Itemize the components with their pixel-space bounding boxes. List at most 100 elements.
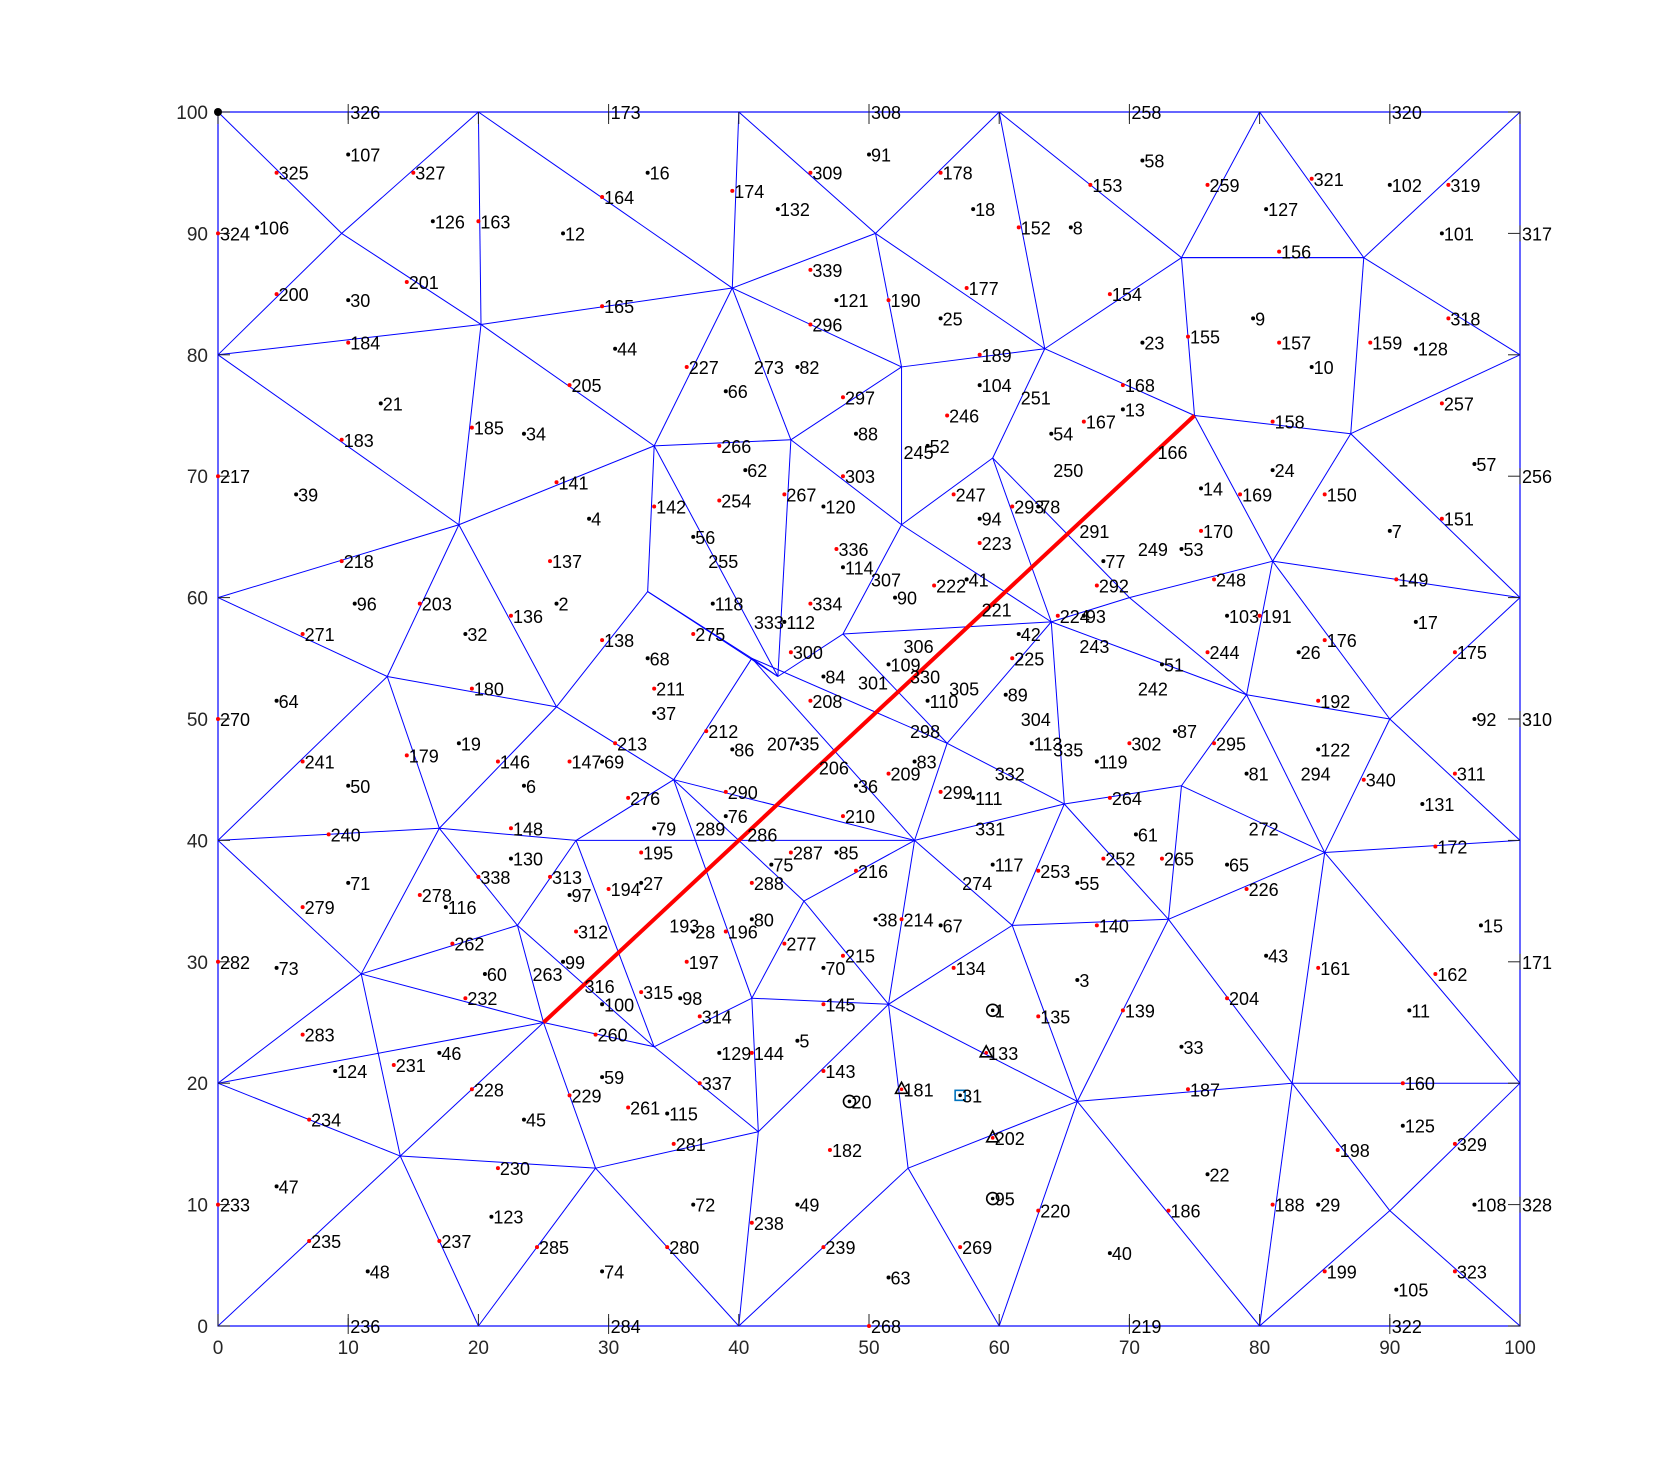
node-dot: [1439, 516, 1444, 521]
mesh-node: 152: [1016, 218, 1051, 238]
node-dot: [1368, 340, 1373, 345]
mesh-node: 13: [1120, 400, 1145, 420]
mesh-edge: [360, 828, 440, 975]
mesh-node: 294: [1301, 765, 1331, 785]
node-label: 96: [357, 595, 377, 615]
y-tick-label: 90: [187, 224, 208, 245]
node-label: 157: [1281, 334, 1311, 354]
mesh-node: 221: [982, 601, 1012, 621]
mesh-node: 118: [710, 595, 743, 615]
node-label: 109: [891, 655, 921, 675]
mesh-edge: [1044, 257, 1182, 350]
node-label: 319: [1450, 176, 1480, 196]
mesh-node: 88: [853, 425, 878, 445]
mesh-node: 5: [795, 1032, 809, 1052]
node-dot: [1400, 1123, 1405, 1128]
mesh-node: 136: [508, 607, 543, 627]
node-label: 130: [513, 850, 543, 870]
node-dot: [938, 923, 943, 928]
mesh-edge: [803, 900, 889, 1005]
mesh-node: 72: [691, 1196, 715, 1216]
node-label: 144: [754, 1044, 784, 1064]
node-dot: [1081, 613, 1086, 618]
mesh-edge: [751, 997, 889, 1005]
node-dot: [723, 389, 728, 394]
node-dot: [508, 856, 513, 861]
node-label: 227: [689, 358, 719, 378]
node-label: 257: [1444, 394, 1474, 414]
node-label: 228: [474, 1080, 504, 1100]
mesh-node: 211: [652, 680, 685, 700]
node-dot: [867, 152, 871, 157]
node-label: 288: [754, 874, 784, 894]
node-circle-marker: [842, 1094, 857, 1109]
mesh-node: 158: [1270, 413, 1305, 433]
node-label: 61: [1138, 825, 1158, 845]
node-label: 105: [1398, 1281, 1428, 1301]
node-dot: [821, 1069, 826, 1074]
mesh-edge: [1246, 561, 1274, 695]
node-label: 115: [669, 1105, 698, 1125]
node-label: 178: [943, 164, 973, 184]
node-dot: [1185, 1087, 1190, 1092]
node-dot: [684, 364, 689, 369]
node-label: 149: [1398, 570, 1428, 590]
mesh-node: 157: [1277, 334, 1311, 354]
mesh-node: 280: [665, 1238, 699, 1258]
node-label: 268: [871, 1317, 901, 1337]
mesh-edge: [360, 973, 401, 1157]
node-dot: [1316, 1202, 1321, 1207]
node-label: 88: [858, 425, 878, 445]
node-label: 74: [604, 1262, 624, 1282]
mesh-node: 241: [300, 752, 335, 772]
node-label: 42: [1021, 625, 1041, 645]
mesh-edge: [751, 998, 759, 1132]
node-dot: [274, 292, 279, 297]
mesh-node: 232: [463, 989, 497, 1009]
mesh-node: 76: [723, 807, 748, 827]
mesh-node: 298: [910, 722, 940, 742]
node-dot: [691, 929, 696, 934]
node-label: 264: [1112, 789, 1142, 809]
node-dot: [430, 219, 435, 224]
mesh-node: 261: [626, 1098, 660, 1118]
node-dot: [548, 874, 553, 879]
node-dot: [1413, 619, 1418, 624]
mesh-node: 35: [795, 734, 819, 754]
mesh-node: 248: [1212, 570, 1246, 590]
mesh-edge: [914, 840, 1013, 926]
mesh-node: 78: [1036, 498, 1060, 518]
mesh-edge: [1051, 597, 1130, 623]
node-label: 114: [845, 558, 874, 578]
mesh-edge: [217, 233, 343, 356]
node-label: 273: [754, 358, 784, 378]
mesh-edge: [731, 287, 792, 440]
node-label: 131: [1424, 795, 1454, 815]
node-dot: [912, 759, 917, 764]
node-label: 75: [773, 856, 793, 876]
node-dot: [1225, 996, 1230, 1001]
mesh-node: 77: [1101, 552, 1125, 572]
mesh-node: 245: [904, 443, 934, 463]
node-dot: [665, 1245, 670, 1250]
node-label: 220: [1040, 1202, 1070, 1222]
mesh-node: 195: [639, 844, 673, 864]
x-tick-label: 10: [338, 1338, 359, 1359]
mesh-node: 188: [1270, 1196, 1305, 1216]
mesh-edge: [914, 743, 948, 841]
x-tick-label: 30: [598, 1338, 619, 1359]
mesh-node: 208: [808, 692, 842, 712]
node-dot: [508, 826, 513, 831]
mesh-node: 65: [1225, 856, 1249, 876]
node-dot: [697, 1014, 702, 1019]
node-triangle-marker: [985, 1129, 1001, 1143]
node-label: 260: [598, 1026, 628, 1046]
node-dot: [391, 1062, 396, 1067]
node-label: 175: [1457, 643, 1487, 663]
node-triangle-marker: [978, 1044, 994, 1058]
node-dot: [652, 504, 657, 509]
node-label: 182: [832, 1141, 862, 1161]
mesh-node: 26: [1296, 643, 1321, 663]
node-label: 335: [1053, 740, 1083, 760]
node-label: 336: [838, 540, 868, 560]
